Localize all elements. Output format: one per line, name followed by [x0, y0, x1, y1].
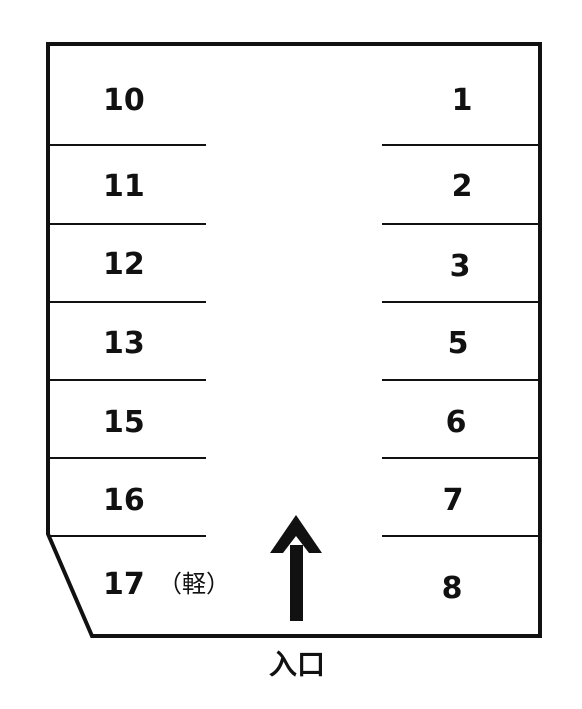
- lot-boundary: [46, 42, 542, 638]
- space-number: 6: [446, 405, 467, 440]
- space-number: 17: [103, 567, 145, 602]
- entrance-label: 入口: [269, 648, 325, 681]
- space-number: 3: [450, 249, 471, 284]
- space-number: 8: [442, 571, 463, 606]
- space-number: 5: [448, 326, 469, 361]
- space-note: （軽）: [158, 570, 230, 598]
- right-dividers: [382, 144, 538, 537]
- space-number: 11: [103, 169, 145, 204]
- space-number: 13: [103, 326, 145, 361]
- space-number: 7: [443, 483, 464, 518]
- space-number: 15: [103, 405, 145, 440]
- space-number: 16: [103, 483, 145, 518]
- space-number: 10: [103, 83, 145, 118]
- space-number: 2: [452, 169, 473, 204]
- left-dividers: [50, 144, 206, 537]
- space-number: 1: [452, 83, 473, 118]
- space-number: 12: [103, 247, 145, 282]
- arrow-up-icon: [270, 515, 322, 621]
